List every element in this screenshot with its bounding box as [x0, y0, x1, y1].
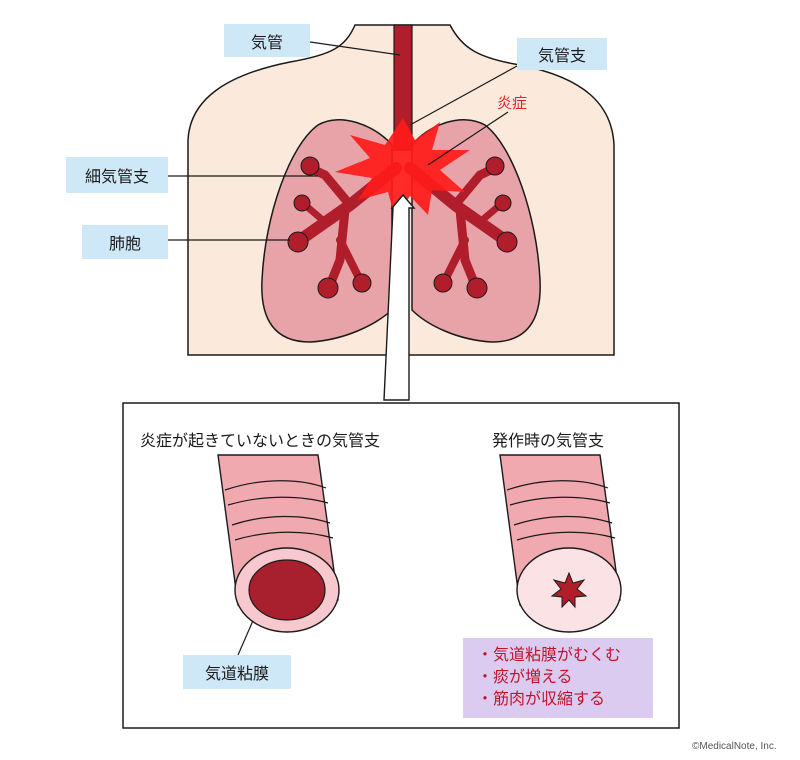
left-alveoli: [287, 156, 372, 299]
effect-item: ・痰が増える: [477, 667, 573, 686]
inflammation-burst: [335, 118, 470, 218]
comparison-panel: [122, 402, 680, 729]
label-bronchiole: 細気管支: [66, 157, 168, 193]
copyright-credit: ©MedicalNote, Inc.: [692, 741, 777, 752]
attack-bronchus: [499, 454, 622, 633]
caption-attack-bronchus: 発作時の気管支: [492, 431, 605, 450]
label-inflammation: 炎症: [497, 94, 528, 112]
label-trachea: 気管: [224, 24, 310, 57]
label-bronchus: 気管支: [517, 38, 607, 70]
effect-item: ・筋肉が収縮する: [477, 689, 606, 708]
normal-bronchus: [217, 454, 340, 633]
caption-normal-bronchus: 炎症が起きていないときの気管支: [140, 431, 381, 450]
attack-effects-list: ・気道粘膜がむくむ ・痰が増える ・筋肉が収縮する: [463, 638, 653, 718]
effect-item: ・気道粘膜がむくむ: [477, 645, 622, 664]
label-alveoli: 肺胞: [82, 225, 168, 259]
label-mucosa: 気道粘膜: [183, 655, 291, 689]
pointer-arrow: [383, 193, 416, 401]
right-alveoli: [433, 156, 518, 299]
